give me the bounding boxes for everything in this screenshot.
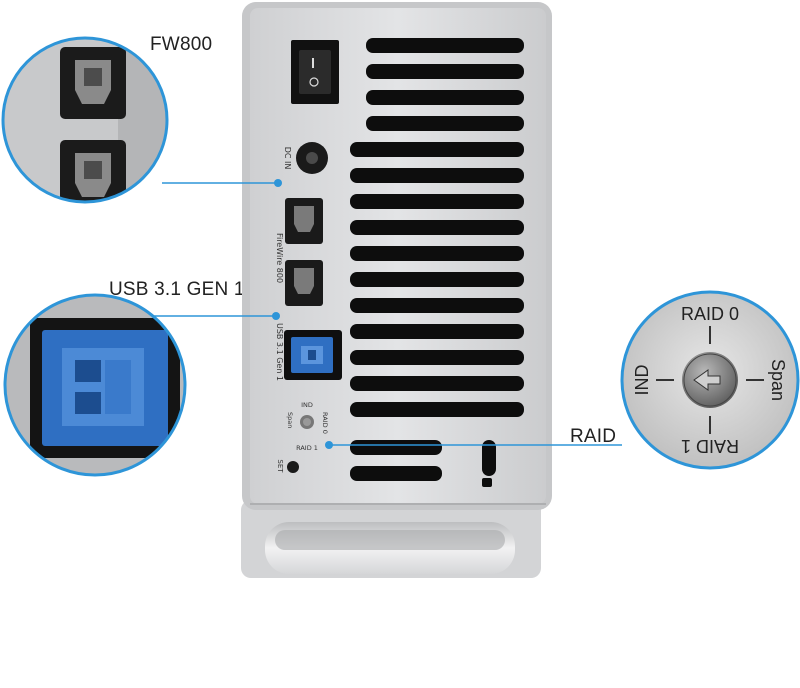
fw800-label: FW800 — [150, 34, 213, 55]
raid-label: RAID — [570, 426, 617, 447]
panel-raid1-text: RAID 1 — [296, 444, 318, 452]
stand — [241, 500, 541, 578]
dial-raid1-text: RAID 1 — [681, 436, 739, 456]
firewire-text: FireWire 800 — [275, 233, 284, 283]
usb-port — [284, 330, 342, 380]
leader-lines — [150, 179, 622, 449]
dc-in-port — [296, 142, 328, 174]
raid-dial-callout — [620, 290, 800, 470]
firewire-port-2 — [285, 260, 323, 306]
usb-label: USB 3.1 GEN 1 — [109, 279, 245, 300]
set-button — [287, 461, 299, 473]
dial-span-text: Span — [768, 359, 788, 401]
panel-raid0-text: RAID 0 — [321, 412, 329, 434]
power-switch — [291, 40, 339, 104]
raid-selector-small — [300, 415, 314, 429]
dc-in-text: DC IN — [283, 147, 292, 170]
usb-port-text: USB 3.1 Gen 1 — [275, 323, 284, 381]
usb-callout — [3, 293, 187, 477]
set-text: SET — [276, 459, 284, 473]
dial-raid0-text: RAID 0 — [681, 304, 739, 324]
firewire-port-1 — [285, 198, 323, 244]
dial-ind-text: IND — [632, 365, 652, 396]
panel-span-text: Span — [286, 412, 294, 428]
panel-ind-text: IND — [301, 401, 313, 409]
fw800-callout — [1, 36, 169, 204]
vent-slots — [350, 38, 524, 487]
